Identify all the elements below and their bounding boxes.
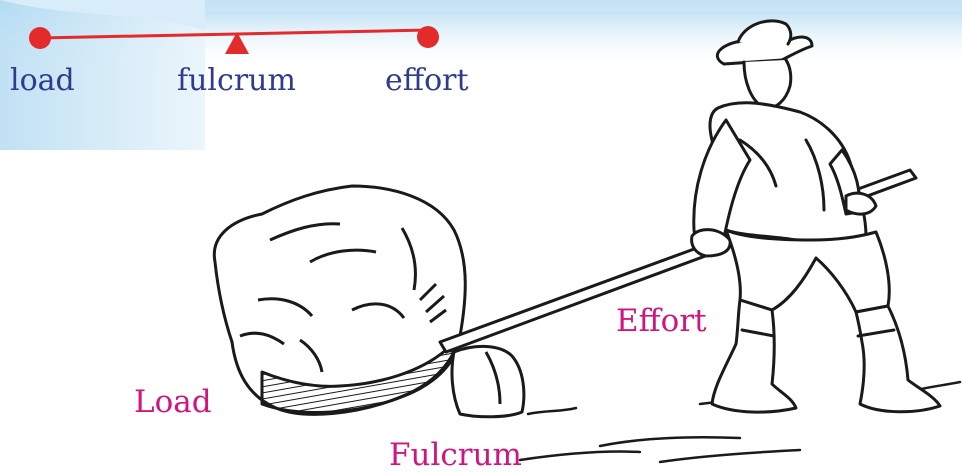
load-point-icon (29, 27, 51, 49)
label-effort: Effort (616, 306, 707, 337)
key-label-fulcrum: fulcrum (177, 66, 296, 96)
key-label-effort: effort (385, 66, 469, 96)
label-fulcrum: Fulcrum (389, 440, 522, 471)
label-load: Load (134, 387, 212, 418)
effort-point-icon (417, 26, 439, 48)
key-label-load: load (10, 66, 75, 96)
fulcrum-triangle-icon (225, 32, 249, 54)
